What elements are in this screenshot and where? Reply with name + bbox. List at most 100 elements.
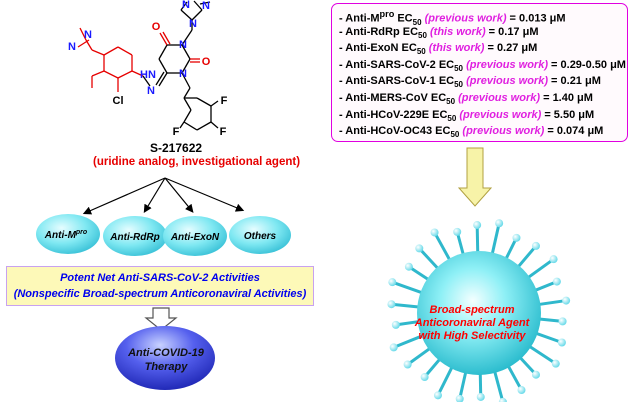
activity-ec-sub: 50 [446, 97, 456, 107]
activity-line: - Anti-SARS-CoV-2 EC50 (previous work) =… [339, 59, 626, 73]
virus-spike [391, 302, 422, 309]
activity-line: - Anti-MERS-CoV EC50 (previous work) = 1… [339, 92, 593, 106]
activity-target: - Anti-SARS-CoV-1 [339, 75, 436, 88]
virus-spike [436, 364, 455, 397]
virus-spike [408, 265, 432, 283]
activity-ec-sub: 50 [416, 47, 426, 57]
virus-spike-tip [558, 317, 567, 326]
virus-spike [455, 231, 466, 258]
atom-n8: N [147, 85, 155, 97]
activity-line: - Anti-RdRp EC50 (this work) = 0.17 μM [339, 26, 539, 40]
activity-ec-sub: 50 [447, 113, 457, 123]
activity-ec: EC [435, 75, 455, 88]
activity-target: - Anti-ExoN [339, 42, 399, 55]
arrow-to-rdrp [143, 177, 166, 214]
compound-name: S-217622 [150, 141, 203, 155]
activity-work-note: (previous work) [455, 92, 541, 104]
virus-spike [458, 369, 468, 400]
virus-line-1: Broad-spectrum [429, 304, 515, 316]
virus-spike-tip [517, 386, 526, 395]
down-arrow-to-therapy [144, 307, 178, 331]
virus-spike [525, 257, 555, 281]
activity-line: - Anti-HCoV-OC43 EC50 (previous work) = … [339, 125, 603, 139]
virus-line-3: with High Selectivity [418, 330, 526, 342]
virus-spike-tip [476, 392, 485, 401]
virus-spike-tip [433, 391, 442, 400]
virus-spike-tip [404, 262, 413, 271]
coronavirus-particle [387, 219, 571, 402]
virus-spike [391, 280, 425, 295]
atom-f3: F [221, 95, 228, 107]
target-ball-rdrp [103, 216, 167, 256]
virus-spike-tip [512, 233, 521, 242]
potent-line-2: (Nonspecific Broad-spectrum Anticoronavi… [13, 288, 307, 300]
activity-unit: μM [578, 108, 595, 121]
activity-work-note: (previous work) [456, 108, 542, 121]
atom-o1: O [152, 21, 161, 33]
activity-target: - Anti-HCoV-OC43 [339, 125, 433, 138]
activity-ec-sub: 50 [450, 130, 460, 140]
activity-list-box: - Anti-Mpro EC50 (previous work) = 0.013… [331, 3, 628, 142]
activity-ec-sub: 50 [412, 17, 422, 27]
potent-line-1: Potent Net Anti-SARS-CoV-2 Activities [60, 272, 260, 284]
target-ball-exon [163, 216, 227, 256]
virus-spike [505, 363, 523, 391]
atom-n4: N [202, 0, 210, 12]
activity-line: - Anti-ExoN EC50 (this work) = 0.27 μM [339, 42, 537, 56]
activity-value: = 1.40 [540, 92, 578, 104]
activity-line: - Anti-Mpro EC50 (previous work) = 0.013… [339, 9, 566, 27]
virus-spike [395, 319, 422, 327]
virus-spike [526, 343, 557, 365]
activity-ec: EC [427, 92, 447, 104]
virus-spike [478, 370, 483, 398]
virus-spike-tip [549, 255, 558, 264]
activity-unit: μM [521, 42, 538, 55]
virus-spike [490, 222, 501, 257]
activity-work-note: (previous work) [463, 58, 548, 71]
therapy-line-1: Anti-COVID-19 [128, 347, 204, 359]
activity-value: = 0.013 [506, 12, 550, 25]
virus-spike-tip [387, 300, 396, 309]
virus-spike [423, 356, 443, 378]
activity-value: = 0.27 [484, 42, 522, 55]
activity-ec: EC [429, 108, 448, 121]
atom-f2: F [220, 126, 227, 138]
activity-target: - Anti-M [339, 12, 380, 25]
activity-unit: μM [610, 58, 626, 71]
virus-spike [433, 231, 453, 263]
activity-value: = 0.17 [485, 25, 523, 38]
activity-value: = 0.21 [547, 75, 585, 88]
virus-spike [536, 299, 567, 307]
virus-spike-tip [562, 296, 571, 305]
activity-work-note: (previous work) [459, 125, 545, 138]
compound-description: (uridine analog, investigational agent) [93, 156, 301, 168]
virus-line-2: Anticoronaviral Agent [414, 317, 530, 329]
virus-spike-tip [389, 343, 398, 352]
virus-spike-tip [430, 228, 439, 237]
virus-spike [503, 237, 518, 262]
activity-work-note: (previous work) [463, 75, 548, 88]
target-label-rdrp: Anti-RdRp [109, 232, 159, 243]
target-ball-mpro [36, 214, 100, 254]
virus-spike-tip [420, 373, 429, 382]
activity-unit: μM [585, 75, 601, 88]
activity-target: - Anti-SARS-CoV-2 [339, 58, 436, 71]
activity-target: - Anti-HCoV-229E [339, 108, 430, 121]
potent-activities-box: Potent Net Anti-SARS-CoV-2 Activities (N… [6, 266, 314, 306]
target-label-others: Others [244, 231, 277, 242]
therapy-label: Anti-COVID-19 Therapy [116, 346, 216, 374]
activity-unit: μM [587, 125, 604, 138]
atom-f1: F [173, 126, 180, 138]
activity-ec-sub: 50 [454, 63, 464, 73]
s217622-structure: N N N N N HN N N N O O Cl F F F [68, 0, 228, 138]
therapy-ball [115, 326, 215, 390]
virus-spike-tip [498, 397, 507, 402]
arrow-to-mpro [82, 177, 166, 215]
atom-nh: HN [140, 69, 156, 81]
target-label-mpro: Anti-Mpro [44, 229, 88, 241]
virus-spike [515, 244, 538, 270]
virus-spike-tip [552, 277, 561, 286]
virus-spike-tip [455, 394, 464, 402]
atom-n1: N [68, 41, 76, 53]
virus-spike [475, 224, 480, 256]
